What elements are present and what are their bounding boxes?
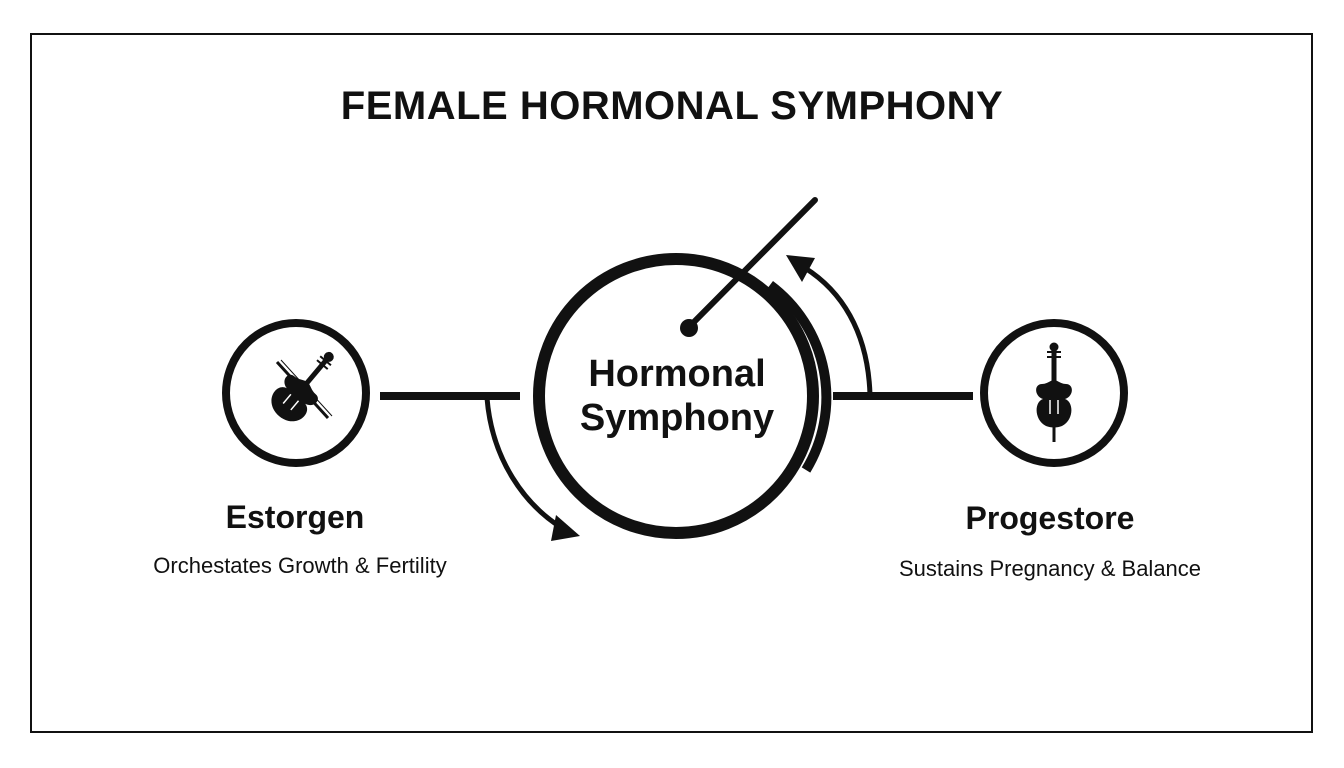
center-label-line2: Symphony — [579, 397, 775, 439]
violin-bow — [275, 360, 330, 420]
cello-icon — [1036, 342, 1072, 442]
center-label-line1: Hormonal — [588, 353, 766, 395]
progesterone-name: Progestore — [965, 500, 1135, 536]
center-label: Hormonal Symphony — [552, 352, 802, 440]
estrogen-name: Estorgen — [225, 499, 365, 535]
violin-icon — [271, 351, 334, 422]
estrogen-description: Orchestates Growth & Fertility — [153, 553, 447, 578]
conductor-baton-icon — [680, 197, 818, 337]
progesterone-description: Sustains Pregnancy & Balance — [898, 556, 1202, 581]
central-circle-accent — [767, 280, 832, 473]
central-circle — [533, 253, 819, 539]
flow-arrow-right — [786, 255, 873, 396]
flow-arrow-left — [484, 397, 580, 541]
diagram-title: FEMALE HORMONAL SYMPHONY — [340, 84, 1004, 128]
